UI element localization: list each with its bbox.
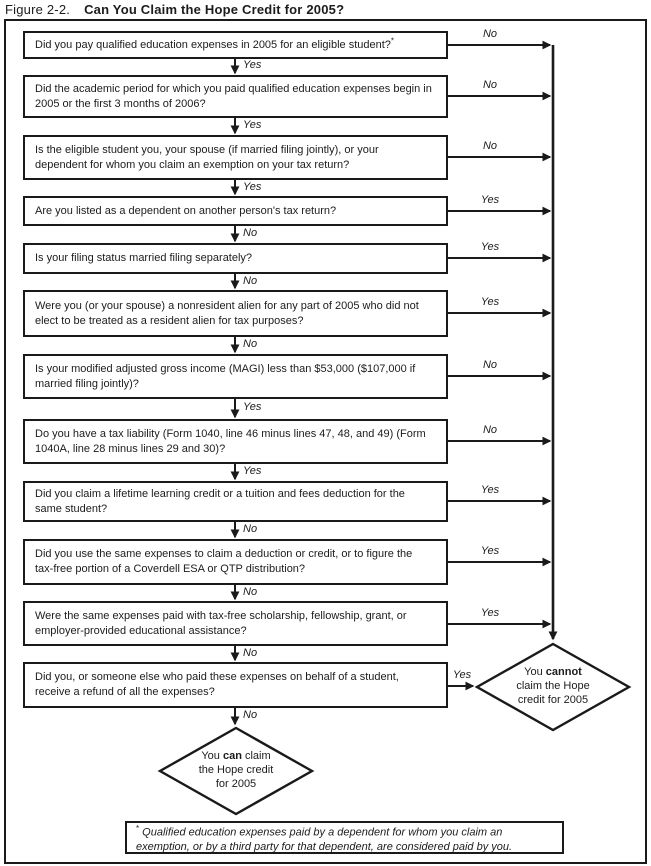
down-arrow-label-10: No <box>243 586 258 598</box>
down-arrow-label-9: No <box>243 523 258 535</box>
down-arrow-label-2: Yes <box>243 119 262 131</box>
outcome-positive-bold: can <box>222 750 242 763</box>
down-arrow-label-1: Yes <box>243 59 262 71</box>
question-box-3: Is the eligible student you, your spouse… <box>23 135 448 180</box>
question-text-8: Do you have a tax liability (Form 1040, … <box>35 427 426 455</box>
right-arrow-label-2: No <box>482 79 498 91</box>
right-arrow-label-1: No <box>482 28 498 40</box>
figure-border <box>4 19 647 864</box>
question-text-2: Did the academic period for which you pa… <box>35 82 432 110</box>
down-arrow-label-4: No <box>243 227 258 239</box>
question-box-5: Is your filing status married filing sep… <box>23 243 448 274</box>
question-box-8: Do you have a tax liability (Form 1040, … <box>23 419 448 464</box>
question-text-11: Were the same expenses paid with tax-fre… <box>35 609 407 637</box>
outcome-positive-pre: You <box>201 750 223 763</box>
right-arrow-label-9: Yes <box>480 484 500 496</box>
question-box-6: Were you (or your spouse) a nonresident … <box>23 290 448 337</box>
right-arrow-label-12: Yes <box>452 669 472 681</box>
right-arrow-label-11: Yes <box>480 607 500 619</box>
right-arrow-label-10: Yes <box>480 545 500 557</box>
question-box-12: Did you, or someone else who paid these … <box>23 662 448 708</box>
question-box-7: Is your modified adjusted gross income (… <box>23 354 448 399</box>
outcome-negative-post: claim the Hope credit for 2005 <box>516 680 590 706</box>
figure-heading: Can You Claim the Hope Credit for 2005? <box>84 2 345 17</box>
question-text-12: Did you, or someone else who paid these … <box>35 671 399 698</box>
question-text-4: Are you listed as a dependent on another… <box>35 204 337 217</box>
right-arrow-label-6: Yes <box>480 296 500 308</box>
down-arrow-label-3: Yes <box>243 181 262 193</box>
question-text-10: Did you use the same expenses to claim a… <box>35 548 413 575</box>
down-arrow-label-11: No <box>243 647 258 659</box>
down-arrow-label-6: No <box>243 338 258 350</box>
outcome-negative-text: You cannot claim the Hope credit for 200… <box>511 666 595 707</box>
down-arrow-label-8: Yes <box>243 465 262 477</box>
figure-number: Figure 2-2. <box>5 2 71 17</box>
question-text-7: Is your modified adjusted gross income (… <box>35 362 416 390</box>
outcome-negative-label: You cannot claim the Hope credit for 200… <box>511 652 595 722</box>
footnote-box: * Qualified education expenses paid by a… <box>125 821 564 854</box>
right-arrow-label-5: Yes <box>480 241 500 253</box>
outcome-positive-post: claim the Hope credit for 2005 <box>198 750 274 790</box>
question-box-10: Did you use the same expenses to claim a… <box>23 539 448 585</box>
outcome-positive-label: You can claim the Hope credit for 2005 <box>194 737 278 805</box>
question-box-4: Are you listed as a dependent on another… <box>23 196 448 226</box>
question-text-1: Did you pay qualified education expenses… <box>35 35 395 53</box>
outcome-positive-text: You can claim the Hope credit for 2005 <box>194 750 278 791</box>
question-text-6: Were you (or your spouse) a nonresident … <box>35 299 419 327</box>
question-1-body: Did you pay qualified education expenses… <box>35 38 391 51</box>
question-text-9: Did you claim a lifetime learning credit… <box>35 487 405 515</box>
right-arrow-label-7: No <box>482 359 498 371</box>
down-arrow-label-12: No <box>243 709 258 721</box>
question-box-2: Did the academic period for which you pa… <box>23 75 448 118</box>
outcome-diamond-positive <box>157 726 315 816</box>
figure-title: Figure 2-2. Can You Claim the Hope Credit… <box>5 2 344 17</box>
footnote-marker-ref: * <box>390 35 395 45</box>
outcome-negative-bold: cannot <box>545 666 582 679</box>
outcome-diamond-negative <box>474 642 632 732</box>
right-arrow-label-4: Yes <box>480 194 500 206</box>
question-box-1: Did you pay qualified education expenses… <box>23 31 448 59</box>
question-text-3: Is the eligible student you, your spouse… <box>35 143 379 171</box>
outcome-negative-pre: You <box>524 666 546 679</box>
footnote-text: Qualified education expenses paid by a d… <box>136 826 513 854</box>
right-arrow-label-3: No <box>482 140 498 152</box>
question-text-5: Is your filing status married filing sep… <box>35 252 253 265</box>
question-box-9: Did you claim a lifetime learning credit… <box>23 481 448 522</box>
footnote-marker: * <box>136 824 140 833</box>
down-arrow-label-5: No <box>243 275 258 287</box>
down-arrow-label-7: Yes <box>243 401 262 413</box>
question-box-11: Were the same expenses paid with tax-fre… <box>23 601 448 646</box>
right-arrow-label-8: No <box>482 424 498 436</box>
